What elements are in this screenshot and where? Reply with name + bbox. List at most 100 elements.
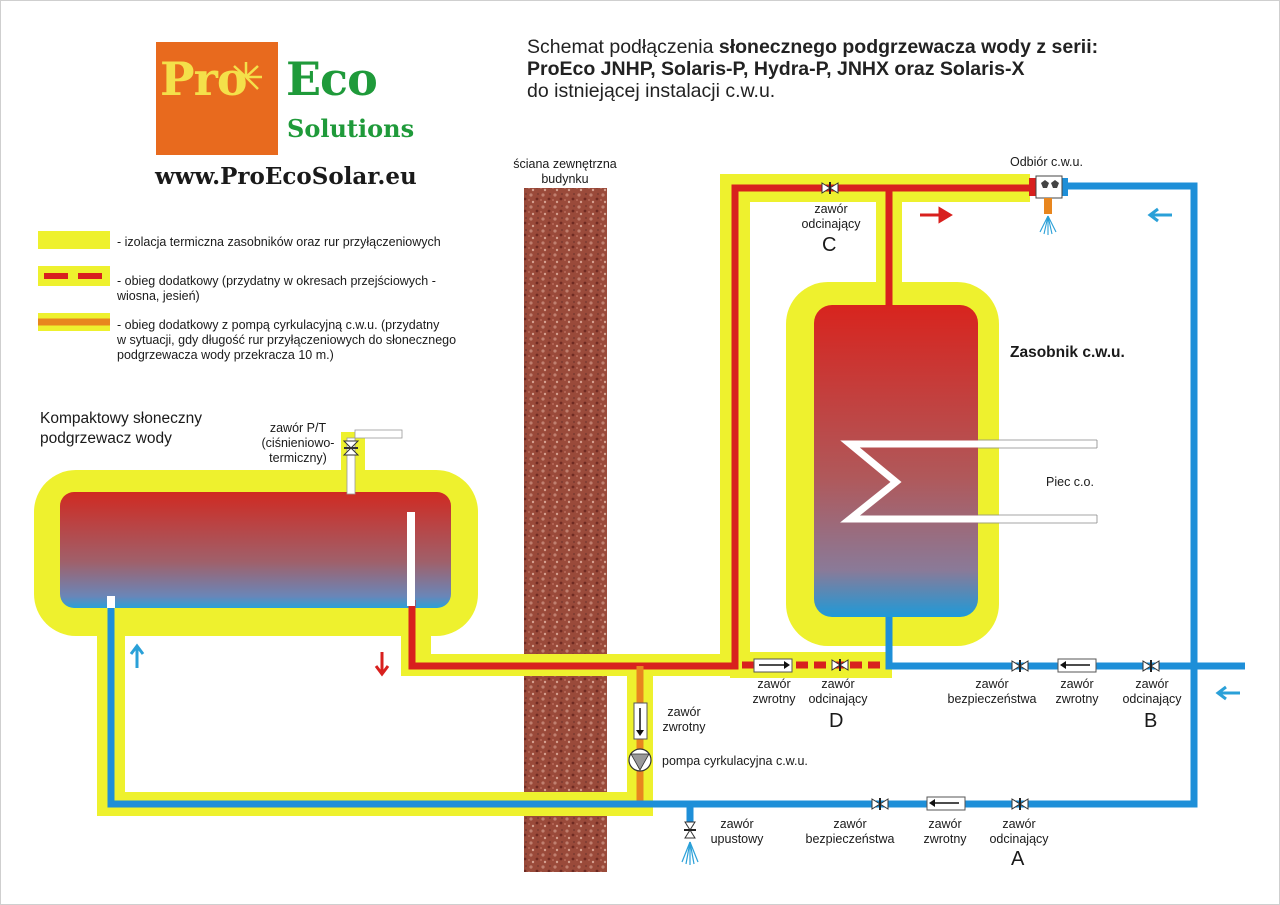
a-safety-label-2: bezpieczeństwa — [805, 832, 895, 846]
drain-spray-icon — [681, 841, 699, 865]
a-check-label-1: zawór — [928, 817, 962, 831]
b-cut-label-2: odcinający — [1122, 692, 1182, 706]
hot-pipe-main — [408, 184, 889, 670]
legend-additional-text-2: wiosna, jesień) — [117, 289, 200, 303]
d-check-label-1: zawór — [757, 677, 791, 691]
a-safety-label: zawór bezpieczeństwa — [800, 817, 900, 847]
d-check-label: zawór zwrotny — [744, 677, 804, 707]
valve-d-cutoff[interactable] — [831, 659, 849, 671]
legend-swatches — [38, 231, 110, 331]
cold-flow-arrow-top — [1147, 207, 1172, 223]
a-cut-label: zawór odcinający — [980, 817, 1058, 847]
a-cut-label-1: zawór — [1002, 817, 1036, 831]
heater-label-1: Kompaktowy słoneczny — [40, 410, 202, 427]
d-check-label-2: zwrotny — [752, 692, 796, 706]
circulation-pump[interactable] — [628, 748, 652, 772]
pt-valve-stem — [346, 437, 356, 495]
pump-check-label-2: zwrotny — [662, 720, 706, 734]
letter-b: B — [1144, 710, 1158, 732]
wall-label-2: budynku — [541, 172, 589, 186]
valve-c-label: zawór odcinający — [790, 202, 872, 232]
b-safety-label-1: zawór — [975, 677, 1009, 691]
legend-pump-text-1: - obieg dodatkowy z pompą cyrkulacyjną c… — [117, 318, 440, 332]
storage-tank-label: Zasobnik c.w.u. — [1010, 344, 1125, 361]
logo-solutions-text: Solutions — [287, 114, 415, 143]
coil-outline — [978, 439, 1098, 524]
solar-heater-tank — [60, 492, 451, 608]
heater-label: Kompaktowy słoneczny podgrzewacz wody — [40, 409, 202, 449]
title-line2-bold: ProEco JNHP, Solaris-P, Hydra-P, JNHX or… — [527, 58, 1025, 80]
title-line3: do istniejącej instalacji c.w.u. — [527, 80, 776, 102]
logo-background — [156, 42, 278, 155]
pt-valve-label: zawór P/T (ciśnieniowo- termiczny) — [256, 421, 340, 466]
drain-label-1: zawór — [720, 817, 754, 831]
check-valves — [633, 658, 1097, 811]
flow-arrows — [129, 206, 1240, 701]
boiler-label: Piec c.o. — [1046, 475, 1094, 489]
d-cut-label: zawór odcinający — [800, 677, 876, 707]
cold-flow-arrow-up — [129, 643, 145, 668]
check-valve-pump[interactable] — [633, 702, 648, 740]
hot-pipes — [408, 184, 1030, 670]
valve-c-label-1: zawór — [814, 202, 848, 216]
pt-label-3: termiczny) — [269, 451, 327, 465]
b-check-label-2: zwrotny — [1055, 692, 1099, 706]
legend-pump-text-2: w sytuacji, gdy długość rur przyłączenio… — [117, 333, 457, 347]
drain-label-2: upustowy — [710, 832, 764, 846]
valve-b-safety[interactable] — [1011, 660, 1029, 672]
heater-cold-inlet-tube — [107, 596, 115, 608]
pt-label-1: zawór P/T — [269, 421, 327, 435]
b-cut-label: zawór odcinający — [1113, 677, 1191, 707]
drain-label: zawór upustowy — [704, 817, 770, 847]
letter-c: C — [822, 234, 837, 256]
cold-pipe-main — [107, 182, 1198, 808]
pt-valve[interactable] — [342, 429, 403, 495]
hot-water-outlet[interactable] — [1029, 175, 1068, 214]
b-cut-label-1: zawór — [1135, 677, 1169, 691]
faucet-spray-icon — [1039, 215, 1057, 235]
b-safety-label: zawór bezpieczeństwa — [942, 677, 1042, 707]
legend-pump-text-3: podgrzewacza wody przekracza 10 m.) — [117, 348, 334, 362]
check-valve-d[interactable] — [753, 658, 793, 673]
hot-flow-arrow-right — [920, 206, 953, 224]
pt-label-2: (ciśnieniowo- — [261, 436, 335, 450]
b-check-label-1: zawór — [1060, 677, 1094, 691]
cold-flow-arrow-right — [1215, 685, 1240, 701]
pump-label: pompa cyrkulacyjna c.w.u. — [662, 754, 808, 768]
b-check-label: zawór zwrotny — [1046, 677, 1108, 707]
page-title: Schemat podłączenia słonecznego podgrzew… — [527, 36, 1098, 102]
valve-a-cutoff[interactable] — [1011, 798, 1029, 810]
pump-check-label: zawór zwrotny — [656, 705, 712, 735]
valve-drain[interactable] — [684, 821, 696, 839]
pt-valve-outlet — [354, 429, 403, 439]
wall-label: ściana zewnętrzna budynku — [497, 157, 633, 187]
check-valve-b[interactable] — [1057, 658, 1097, 673]
legend-insulation-swatch — [38, 231, 110, 249]
a-check-label-2: zwrotny — [923, 832, 967, 846]
valve-c[interactable] — [821, 182, 839, 194]
legend-additional-swatch — [38, 266, 110, 286]
title-line1-bold: słonecznego podgrzewacza wody z serii: — [718, 36, 1099, 58]
heater-label-2: podgrzewacz wody — [40, 430, 172, 447]
check-valve-a[interactable] — [926, 796, 966, 811]
title-line1-regular: Schemat podłączenia — [527, 36, 719, 58]
outlet-label: Odbiór c.w.u. — [1010, 155, 1083, 169]
d-cut-label-2: odcinający — [808, 692, 868, 706]
storage-tank — [814, 305, 978, 617]
legend-insulation-text: - izolacja termiczna zasobników oraz rur… — [117, 235, 441, 249]
logo-url[interactable]: www.ProEcoSolar.eu — [155, 163, 417, 190]
letter-d: D — [829, 710, 844, 732]
letter-a: A — [1011, 848, 1025, 870]
a-check-label: zawór zwrotny — [914, 817, 976, 847]
heater-hot-outlet-tube — [407, 512, 415, 606]
hot-flow-arrow-down — [374, 652, 390, 677]
external-wall — [524, 188, 607, 872]
a-cut-label-2: odcinający — [989, 832, 1049, 846]
valve-c-label-2: odcinający — [801, 217, 861, 231]
legend-additional-text-1: - obieg dodatkowy (przydatny w okresach … — [117, 274, 436, 288]
cold-pipe-tank-bottom — [885, 617, 1245, 670]
valve-a-safety[interactable] — [871, 798, 889, 810]
valve-b-cutoff[interactable] — [1142, 660, 1160, 672]
